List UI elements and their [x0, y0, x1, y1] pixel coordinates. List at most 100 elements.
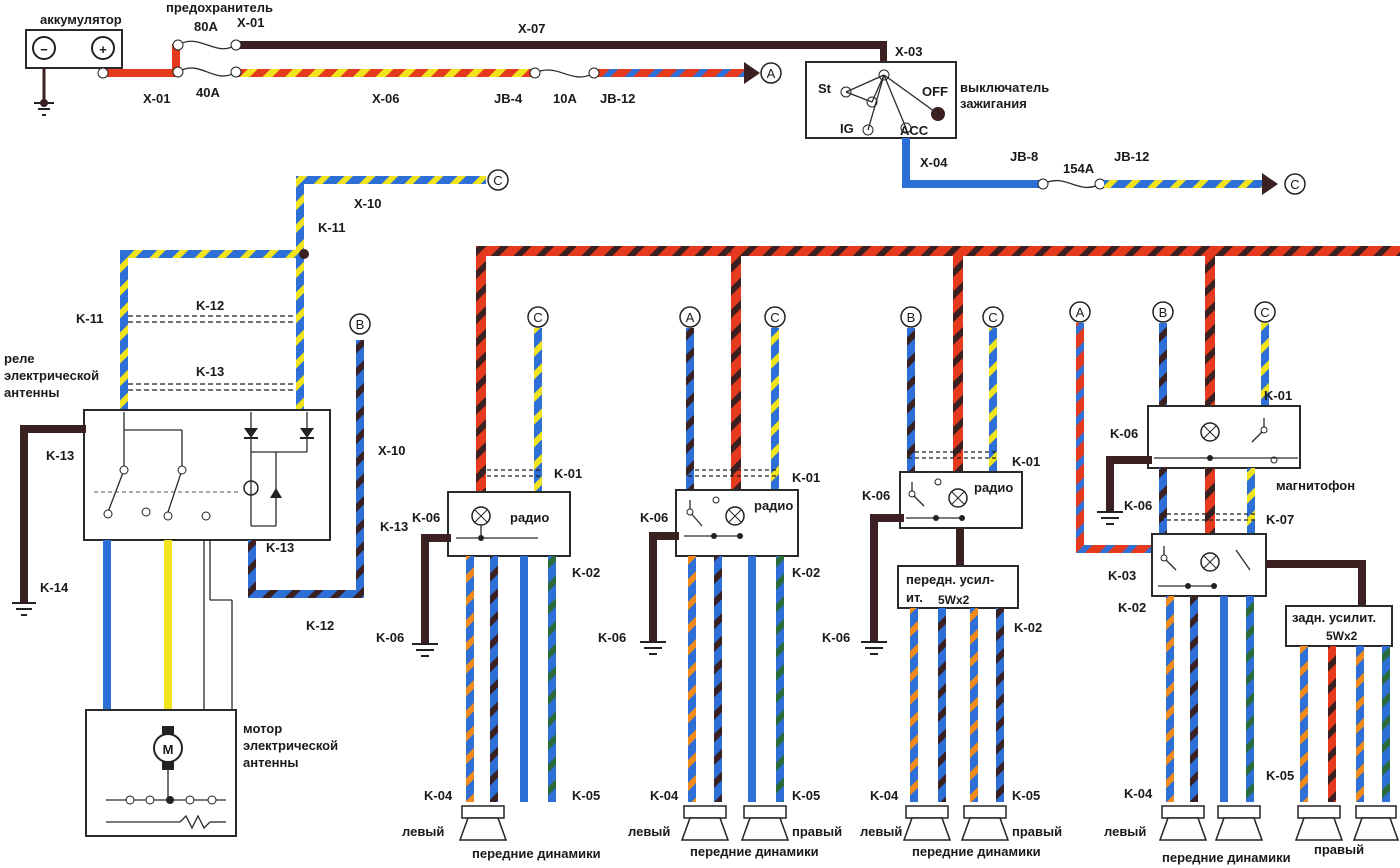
x01-bottom-label: X-01: [143, 91, 170, 106]
node-a-top-label: A: [767, 66, 776, 81]
k13-bottom-label: K-13: [266, 540, 294, 555]
wire-jb12-a: [596, 69, 746, 77]
battery-label: аккумулятор: [40, 12, 122, 27]
radio3-k02: K-02: [1014, 620, 1042, 635]
radio3-k01: K-01: [1012, 454, 1040, 469]
wire-jb12-c: [1104, 180, 1264, 188]
radio2-k04: K-04: [650, 788, 679, 803]
x07-label: X-07: [518, 21, 545, 36]
front-amp-label-1: передн. усил-: [906, 572, 994, 587]
battery: − +: [25, 29, 123, 116]
tape-k05: K-05: [1266, 768, 1294, 783]
k13-right-label: K-13: [380, 519, 408, 534]
jb12-top-label: JB-12: [600, 91, 635, 106]
x06-label: X-06: [372, 91, 399, 106]
radio3-label: радио: [974, 480, 1013, 495]
speaker-radio1-left: [458, 805, 508, 841]
radio3-right: правый: [1012, 824, 1062, 839]
battery-plus: +: [99, 42, 107, 57]
radio-unit-1: [447, 491, 571, 557]
radio2-k06-gnd: K-06: [598, 630, 626, 645]
wire-k11-right: [296, 176, 304, 410]
tape-k04: K-04: [1124, 786, 1153, 801]
node-c-right: [1284, 173, 1306, 195]
tape-k06: K-06: [1110, 426, 1138, 441]
node-b-tape: [1152, 301, 1174, 323]
wire-k12-bottom: [248, 590, 364, 598]
node-b-radio3-label: B: [907, 310, 916, 325]
node-c-radio2-label: C: [770, 310, 779, 325]
jb4-label: JB-4: [494, 91, 523, 106]
front-amp-power: 5Wx2: [938, 593, 970, 607]
node-a-radio2: [679, 306, 701, 328]
node-b-antenna-label: B: [356, 317, 365, 332]
radio3-front: передние динамики: [912, 844, 1041, 859]
node-c-radio1: [527, 306, 549, 328]
node-b-radio3: [900, 306, 922, 328]
ign-st: St: [818, 81, 832, 96]
fuse-10a-label: 10A: [553, 91, 577, 106]
wire-k11-left: [120, 250, 128, 410]
k13-left-label: K-13: [46, 448, 74, 463]
rear-amp-power: 5Wx2: [1326, 629, 1358, 643]
node-c-radio3: [982, 306, 1004, 328]
radio2-label: радио: [754, 498, 793, 513]
speaker-radio2-left: [680, 805, 730, 841]
node-c-radio2: [764, 306, 786, 328]
radio2-front: передние динамики: [690, 844, 819, 859]
tape-deck: [1147, 405, 1301, 469]
radio1-front: передние динамики: [472, 846, 601, 861]
speaker-rear-right: [1352, 805, 1400, 841]
k11-left-label: K-11: [76, 311, 103, 326]
ign-label-1: выключатель: [960, 80, 1049, 95]
tape-k06-b: K-06: [1124, 498, 1152, 513]
k11-right-label: K-11: [318, 220, 345, 235]
x04-label: X-04: [920, 155, 948, 170]
x10-right-label: X-10: [378, 443, 405, 458]
wire-battery-fuse: [103, 69, 178, 77]
node-c-radio3-label: C: [988, 310, 997, 325]
tape-amplifier: [1151, 533, 1267, 597]
radio1-k06-gnd: K-06: [376, 630, 404, 645]
tape-left: левый: [1104, 824, 1146, 839]
radio1-k05: K-05: [572, 788, 600, 803]
motor-symbol: M: [163, 742, 174, 757]
tape-k01: K-01: [1264, 388, 1292, 403]
rear-amp-label: задн. усилит.: [1292, 610, 1376, 625]
radio3-k06-gnd: K-06: [822, 630, 850, 645]
radio2-k01: K-01: [792, 470, 820, 485]
motor-label-2: электрической: [243, 738, 338, 753]
wire-x06: [236, 69, 532, 77]
wire-k13-left: [20, 425, 86, 433]
ignition-switch: [805, 61, 957, 139]
node-a-tape: [1069, 301, 1091, 323]
node-c-tape: [1254, 301, 1276, 323]
wire-b-antenna: [356, 340, 364, 596]
radio3-left: левый: [860, 824, 902, 839]
relay-label-2: электрической: [4, 368, 99, 383]
x03-label: X-03: [895, 44, 922, 59]
radio-unit-2: [675, 489, 799, 557]
radio2-k05: K-05: [792, 788, 820, 803]
node-c-right-label: C: [1290, 177, 1299, 192]
x10-top-label: X-10: [354, 196, 381, 211]
radio3-k05: K-05: [1012, 788, 1040, 803]
k12-top-label: K-12: [196, 298, 224, 313]
node-c-radio1-label: C: [533, 310, 542, 325]
k12-bottom-label: K-12: [306, 618, 334, 633]
radio2-right: правый: [792, 824, 842, 839]
relay-label-3: антенны: [4, 385, 60, 400]
wire-x07: [236, 41, 886, 49]
speaker-radio3-left: [902, 805, 952, 841]
speaker-tape-right: [1214, 805, 1264, 841]
battery-minus: −: [40, 42, 48, 57]
motor-label-3: антенны: [243, 755, 299, 770]
node-c-antenna: [487, 169, 509, 191]
antenna-motor: [85, 709, 237, 837]
antenna-relay: [83, 409, 331, 541]
node-c-tape-label: C: [1260, 305, 1269, 320]
radio1-k04: K-04: [424, 788, 453, 803]
speaker-radio3-right: [960, 805, 1010, 841]
radio2-left: левый: [628, 824, 670, 839]
